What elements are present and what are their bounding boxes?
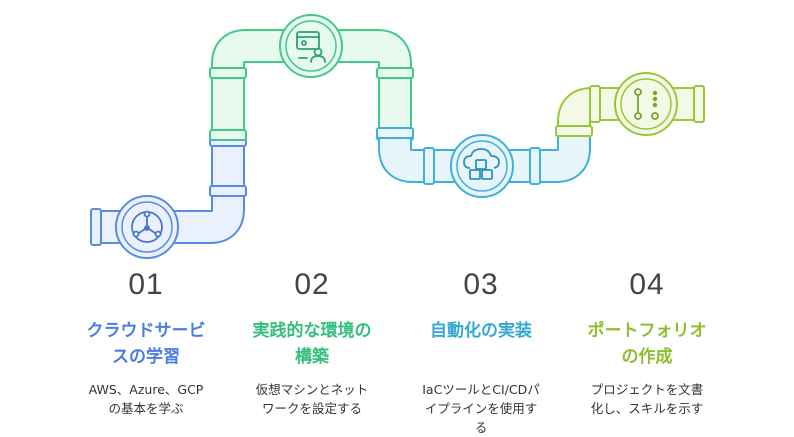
cloud-cubes-icon	[463, 148, 500, 180]
cloud-network-icon	[131, 210, 163, 243]
step-description: プロジェクトを文書 化し、スキルを示す	[590, 382, 704, 416]
step-number: 04	[629, 268, 665, 301]
hub-stage-3	[450, 134, 514, 198]
pipe-stage-4	[555, 85, 705, 137]
step-description: 仮想マシンとネット ワークを設定する	[255, 382, 369, 416]
step-title: クラウドサービ スの学習	[86, 321, 206, 367]
step-3: 03 自動化の実装 IaCツールとCI/CDパ イプラインを使用す る	[401, 268, 561, 437]
pipe-stage-1	[90, 135, 247, 246]
step-title: ポートフォリオ の作成	[587, 321, 707, 367]
step-description: AWS、Azure、GCP の基本を学ぶ	[88, 382, 204, 416]
hub-stage-4	[614, 72, 678, 136]
step-4: 04 ポートフォリオ の作成 プロジェクトを文書 化し、スキルを示す	[567, 268, 727, 418]
step-description: IaCツールとCI/CDパ イプラインを使用す る	[422, 382, 540, 435]
step-title: 自動化の実装	[430, 321, 532, 341]
workflow-timeline-icon	[634, 88, 659, 120]
virtual-machine-user-icon	[296, 31, 326, 63]
step-1: 01 クラウドサービ スの学習 AWS、Azure、GCP の基本を学ぶ	[66, 268, 226, 418]
step-number: 02	[294, 268, 330, 301]
hub-stage-1	[115, 195, 179, 259]
step-2: 02 実践的な環境の 構築 仮想マシンとネット ワークを設定する	[232, 268, 392, 418]
hub-stage-2	[279, 14, 343, 78]
step-number: 03	[463, 268, 499, 301]
step-number: 01	[128, 268, 164, 301]
step-title: 実践的な環境の 構築	[252, 321, 372, 367]
